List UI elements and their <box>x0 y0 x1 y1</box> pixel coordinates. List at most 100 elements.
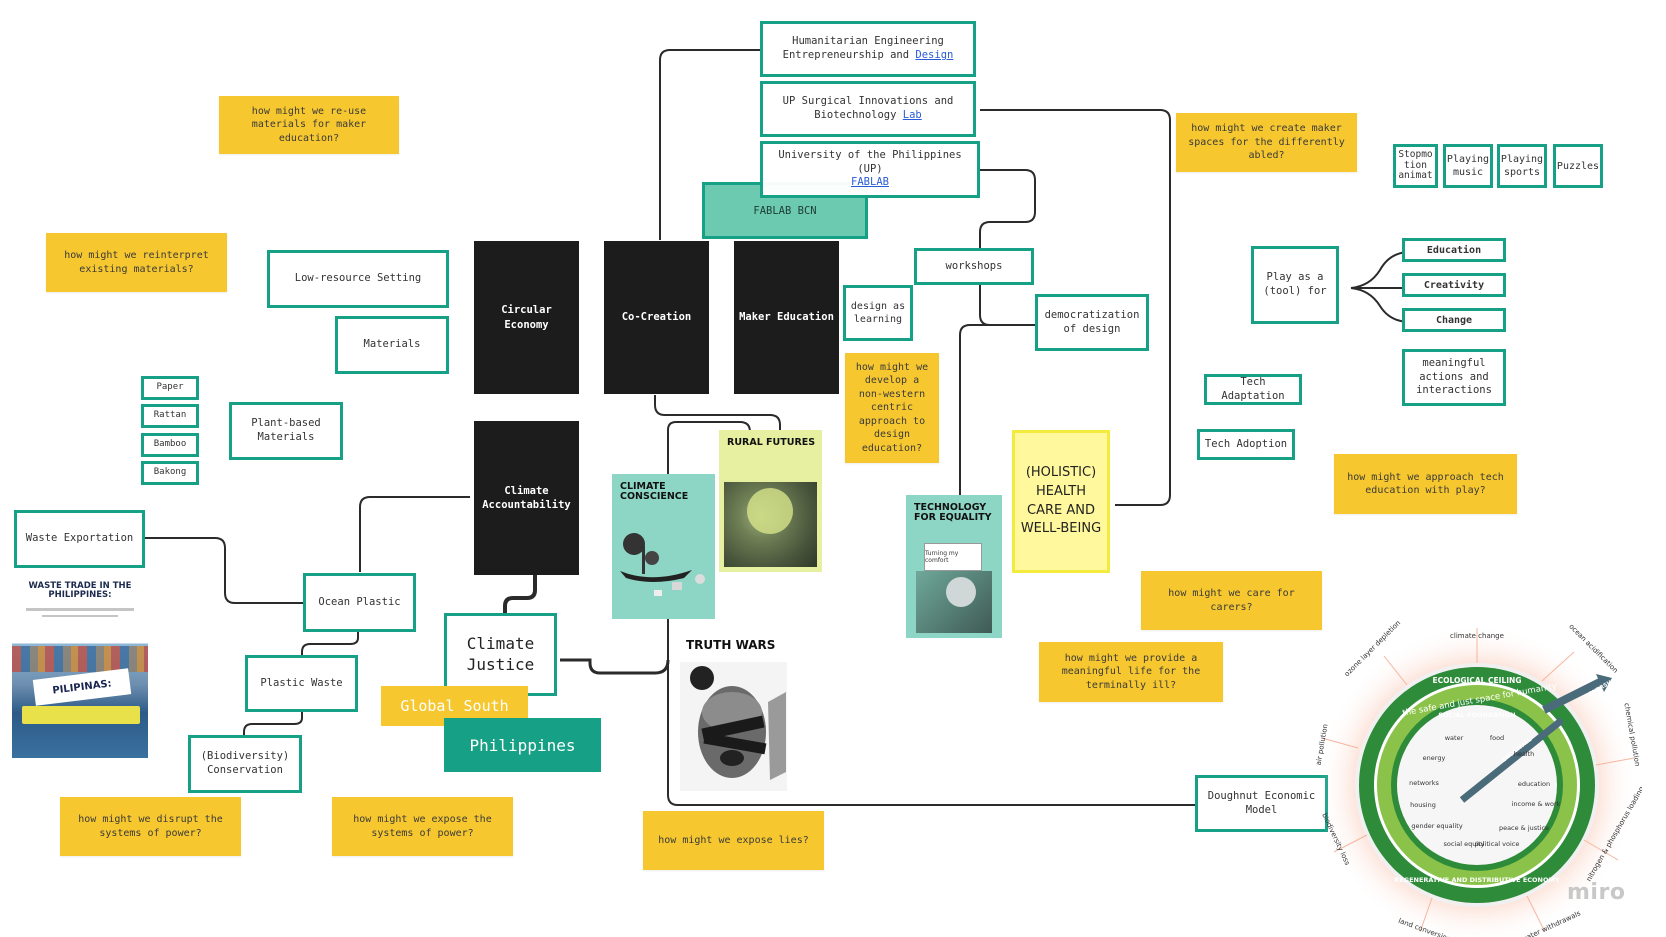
playing-music-node[interactable]: Playing music <box>1443 144 1493 188</box>
design-learning-node[interactable]: design as learning <box>843 285 913 341</box>
sticky-reuse[interactable]: how might we re-use materials for maker … <box>219 96 399 154</box>
report-footer <box>12 758 148 771</box>
climate-accountability-label: Climate Accountability <box>482 484 571 511</box>
shortfall-arrow <box>1459 717 1565 803</box>
up-fablab-link[interactable]: FABLAB <box>851 176 889 189</box>
maker-education-label: Maker Education <box>739 311 834 324</box>
waste-exportation-node[interactable]: Waste Exportation <box>14 510 145 568</box>
playing-sports-node[interactable]: Playing sports <box>1497 144 1547 188</box>
bakong-node[interactable]: Bakong <box>141 461 199 485</box>
change-node[interactable]: Change <box>1402 308 1506 332</box>
plant-based-label: Plant-based Materials <box>251 417 321 443</box>
sticky-expose-power-text: how might we expose the systems of power… <box>353 814 492 839</box>
truth-wars-title: TRUTH WARS <box>686 638 776 652</box>
design-learning-label: design as learning <box>850 301 906 325</box>
creativity-label: Creativity <box>1423 279 1485 291</box>
miro-watermark: miro <box>1567 880 1626 905</box>
philippines-label: Philippines <box>469 735 576 755</box>
paper-node[interactable]: Paper <box>141 376 199 400</box>
sticky-tech-play[interactable]: how might we approach tech education wit… <box>1334 454 1517 514</box>
biodiversity-label: (Biodiversity) Conservation <box>200 750 290 776</box>
rural-futures-poster: RURAL FUTURES <box>719 430 822 572</box>
theme-co-creation[interactable]: Co-Creation <box>604 241 709 394</box>
label-income-work: income & work <box>1512 800 1561 808</box>
plastic-waste-node[interactable]: Plastic Waste <box>245 655 358 712</box>
tech-adaptation-node[interactable]: Tech Adaptation <box>1204 374 1302 405</box>
sticky-maker-spaces[interactable]: how might we create maker spaces for the… <box>1176 113 1357 172</box>
tech-adoption-node[interactable]: Tech Adoption <box>1197 429 1295 460</box>
waste-trade-report-cover: WASTE TRADE IN THE PHILIPPINES: PILIPINA… <box>12 578 148 771</box>
play-tool-node[interactable]: Play as a (tool) for <box>1251 246 1339 324</box>
puzzles-label: Puzzles <box>1556 160 1600 172</box>
sticky-expose-lies[interactable]: how might we expose lies? <box>643 811 824 870</box>
low-resource-node[interactable]: Low-resource Setting <box>267 250 449 308</box>
protest-banner-text: PILIPINAS: <box>51 677 113 697</box>
bamboo-node[interactable]: Bamboo <box>141 433 199 457</box>
up-fablab-node[interactable]: University of the Philippines (UP)FABLAB <box>760 141 980 198</box>
climate-conscience-poster: CLIMATE CONSCIENCE <box>612 474 715 619</box>
label-health: health <box>1514 750 1535 758</box>
social-foundation-label: SOCIAL FOUNDATION <box>1438 711 1515 719</box>
report-subtitle-line <box>26 608 134 611</box>
stopmotion-node[interactable]: Stopmo tion animat <box>1393 144 1438 188</box>
hee-design-link[interactable]: Design <box>915 49 954 61</box>
rattan-node[interactable]: Rattan <box>141 404 199 428</box>
ocean-plastic-label: Ocean Plastic <box>318 595 401 608</box>
sticky-disrupt[interactable]: how might we disrupt the systems of powe… <box>60 797 241 856</box>
biodiversity-node[interactable]: (Biodiversity) Conservation <box>188 735 302 793</box>
global-south-label: Global South <box>400 697 509 715</box>
upfab-line1: University of the Philippines (UP) <box>778 149 962 175</box>
workshops-node[interactable]: workshops <box>914 248 1034 285</box>
climate-justice-node[interactable]: Climate Justice <box>444 613 557 696</box>
label-gender-equality: gender equality <box>1411 822 1462 830</box>
fablab-bcn-label: FABLAB BCN <box>753 204 817 217</box>
meaningful-node[interactable]: meaningful actions and interactions <box>1402 349 1506 406</box>
theme-maker-education[interactable]: Maker Education <box>734 241 839 394</box>
creativity-node[interactable]: Creativity <box>1402 273 1506 297</box>
climate-conscience-title: CLIMATE CONSCIENCE <box>620 481 689 503</box>
ocean-plastic-node[interactable]: Ocean Plastic <box>303 573 416 632</box>
plant-based-node[interactable]: Plant-based Materials <box>229 402 343 460</box>
laptop-screen: Turning my comfort <box>924 543 982 571</box>
meaningful-label: meaningful actions and interactions <box>1416 357 1492 397</box>
up-fablab-text: University of the Philippines (UP)FABLAB <box>767 149 973 190</box>
playing-sports-label: Playing sports <box>1500 154 1544 178</box>
doughnut-economics-diagram: climate change ocean acidification chemi… <box>1314 620 1642 937</box>
sticky-care-carers[interactable]: how might we care for carers? <box>1141 571 1322 630</box>
tech-adoption-label: Tech Adoption <box>1204 437 1288 450</box>
materials-node[interactable]: Materials <box>335 316 449 374</box>
theme-climate-accountability[interactable]: Climate Accountability <box>474 421 579 575</box>
boat-illustration <box>620 533 705 596</box>
puzzles-node[interactable]: Puzzles <box>1553 144 1603 188</box>
education-node[interactable]: Education <box>1402 238 1506 262</box>
sticky-meaningful-life[interactable]: how might we provide a meaningful life f… <box>1039 642 1223 702</box>
sticky-maker-spaces-text: how might we create maker spaces for the… <box>1188 123 1345 162</box>
inner-labels: water food health education income & wor… <box>1409 734 1560 848</box>
shipping-containers-image <box>12 646 148 672</box>
philippines-tag[interactable]: Philippines <box>444 718 601 772</box>
overshoot-arrow <box>1542 678 1602 714</box>
change-label: Change <box>1435 314 1473 326</box>
co-creation-label: Co-Creation <box>621 311 692 324</box>
holistic-health-card[interactable]: (HOLISTIC) HEALTH CARE AND WELL-BEING <box>1012 430 1110 573</box>
sticky-non-western[interactable]: how might we develop a non-western centr… <box>845 353 939 463</box>
theme-circular-economy[interactable]: Circular Economy <box>474 241 579 394</box>
truth-wars-poster <box>680 662 787 791</box>
upsi-lab-link[interactable]: Lab <box>902 109 922 121</box>
label-peace-justice: peace & justice <box>1499 824 1549 832</box>
bamboo-label: Bamboo <box>153 439 187 450</box>
sticky-expose-lies-text: how might we expose lies? <box>658 834 809 846</box>
overshoot-arrowhead <box>1596 674 1612 692</box>
sticky-disrupt-text: how might we disrupt the systems of powe… <box>78 814 223 839</box>
sticky-reinterpret[interactable]: how might we reinterpret existing materi… <box>46 233 227 292</box>
doughnut-model-node[interactable]: Doughnut Economic Model <box>1195 775 1328 832</box>
democratization-node[interactable]: democratization of design <box>1035 294 1149 351</box>
sticky-meaningful-life-text: how might we provide a meaningful life f… <box>1061 652 1201 691</box>
label-climate-change: climate change <box>1450 632 1504 640</box>
sticky-expose-power[interactable]: how might we expose the systems of power… <box>332 797 513 856</box>
